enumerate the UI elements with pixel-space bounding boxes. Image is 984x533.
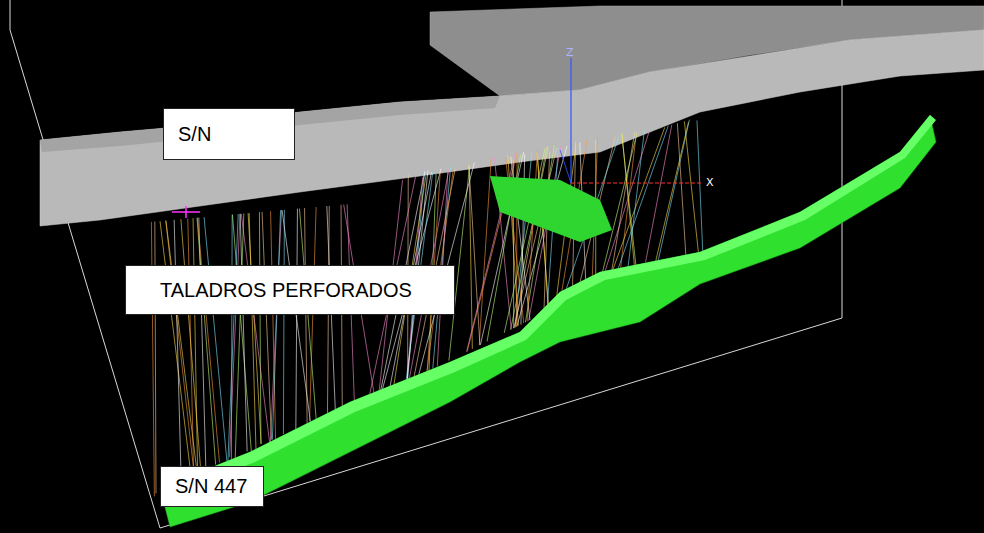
drill-hole [646, 125, 672, 262]
drill-hole [270, 210, 281, 443]
drill-hole [282, 210, 310, 422]
drill-hole [697, 120, 703, 264]
drill-hole [684, 121, 700, 268]
drill-hole [241, 214, 270, 445]
drill-hole [249, 213, 256, 453]
drill-hole [235, 214, 244, 463]
vein-branch [490, 176, 612, 242]
marker [185, 206, 187, 218]
axes [560, 58, 703, 183]
drill-hole [620, 134, 636, 275]
callout-text: S/N [178, 123, 211, 146]
callout-box: S/N 447 [160, 466, 264, 507]
drill-hole [655, 122, 688, 263]
drill-hole [160, 221, 192, 483]
callout-box: S/N [163, 108, 295, 160]
drill-hole [230, 214, 240, 457]
drill-hole [469, 166, 480, 345]
drill-hole [601, 131, 649, 284]
lower-vein [160, 115, 936, 527]
drill-hole [283, 210, 285, 434]
drill-hole [658, 120, 690, 263]
drill-hole [610, 132, 634, 280]
callout-text: S/N 447 [175, 475, 247, 498]
x-axis [571, 183, 703, 184]
drill-hole [514, 148, 557, 328]
drill-hole [240, 214, 247, 452]
collar-marker [172, 206, 200, 218]
drill-hole [155, 222, 156, 494]
drill-hole [511, 147, 549, 330]
drill-hole [181, 219, 201, 476]
drill-hole [197, 218, 216, 465]
drill-hole [479, 158, 491, 345]
drill-hole [197, 218, 219, 463]
drill-hole [174, 220, 181, 488]
drill-hole [599, 133, 637, 286]
z-axis [570, 58, 571, 183]
drill-hole [628, 131, 645, 271]
drill-hole [204, 217, 227, 466]
drill-hole [677, 123, 686, 264]
drill-hole [193, 218, 198, 478]
drill-hole [527, 149, 537, 322]
y-axis [560, 150, 571, 183]
axis-label: Z [566, 46, 574, 59]
drill-hole [166, 221, 197, 474]
drill-hole [259, 212, 261, 444]
drill-hole [299, 209, 316, 424]
drill-hole [151, 222, 154, 497]
drill-hole [504, 149, 545, 333]
drill-hole [262, 212, 271, 440]
drill-hole [232, 215, 251, 454]
drill-hole [272, 210, 280, 439]
vein-front-face [160, 115, 936, 527]
drill-hole [228, 214, 239, 467]
callout-text: TALADROS PERFORADOS [160, 279, 412, 302]
box-edge [10, 0, 11, 30]
axis-label: X [706, 176, 714, 189]
callout-box: TALADROS PERFORADOS [125, 265, 455, 315]
drill-hole [622, 133, 635, 267]
drill-hole [615, 126, 668, 278]
drill-hole [449, 166, 470, 360]
